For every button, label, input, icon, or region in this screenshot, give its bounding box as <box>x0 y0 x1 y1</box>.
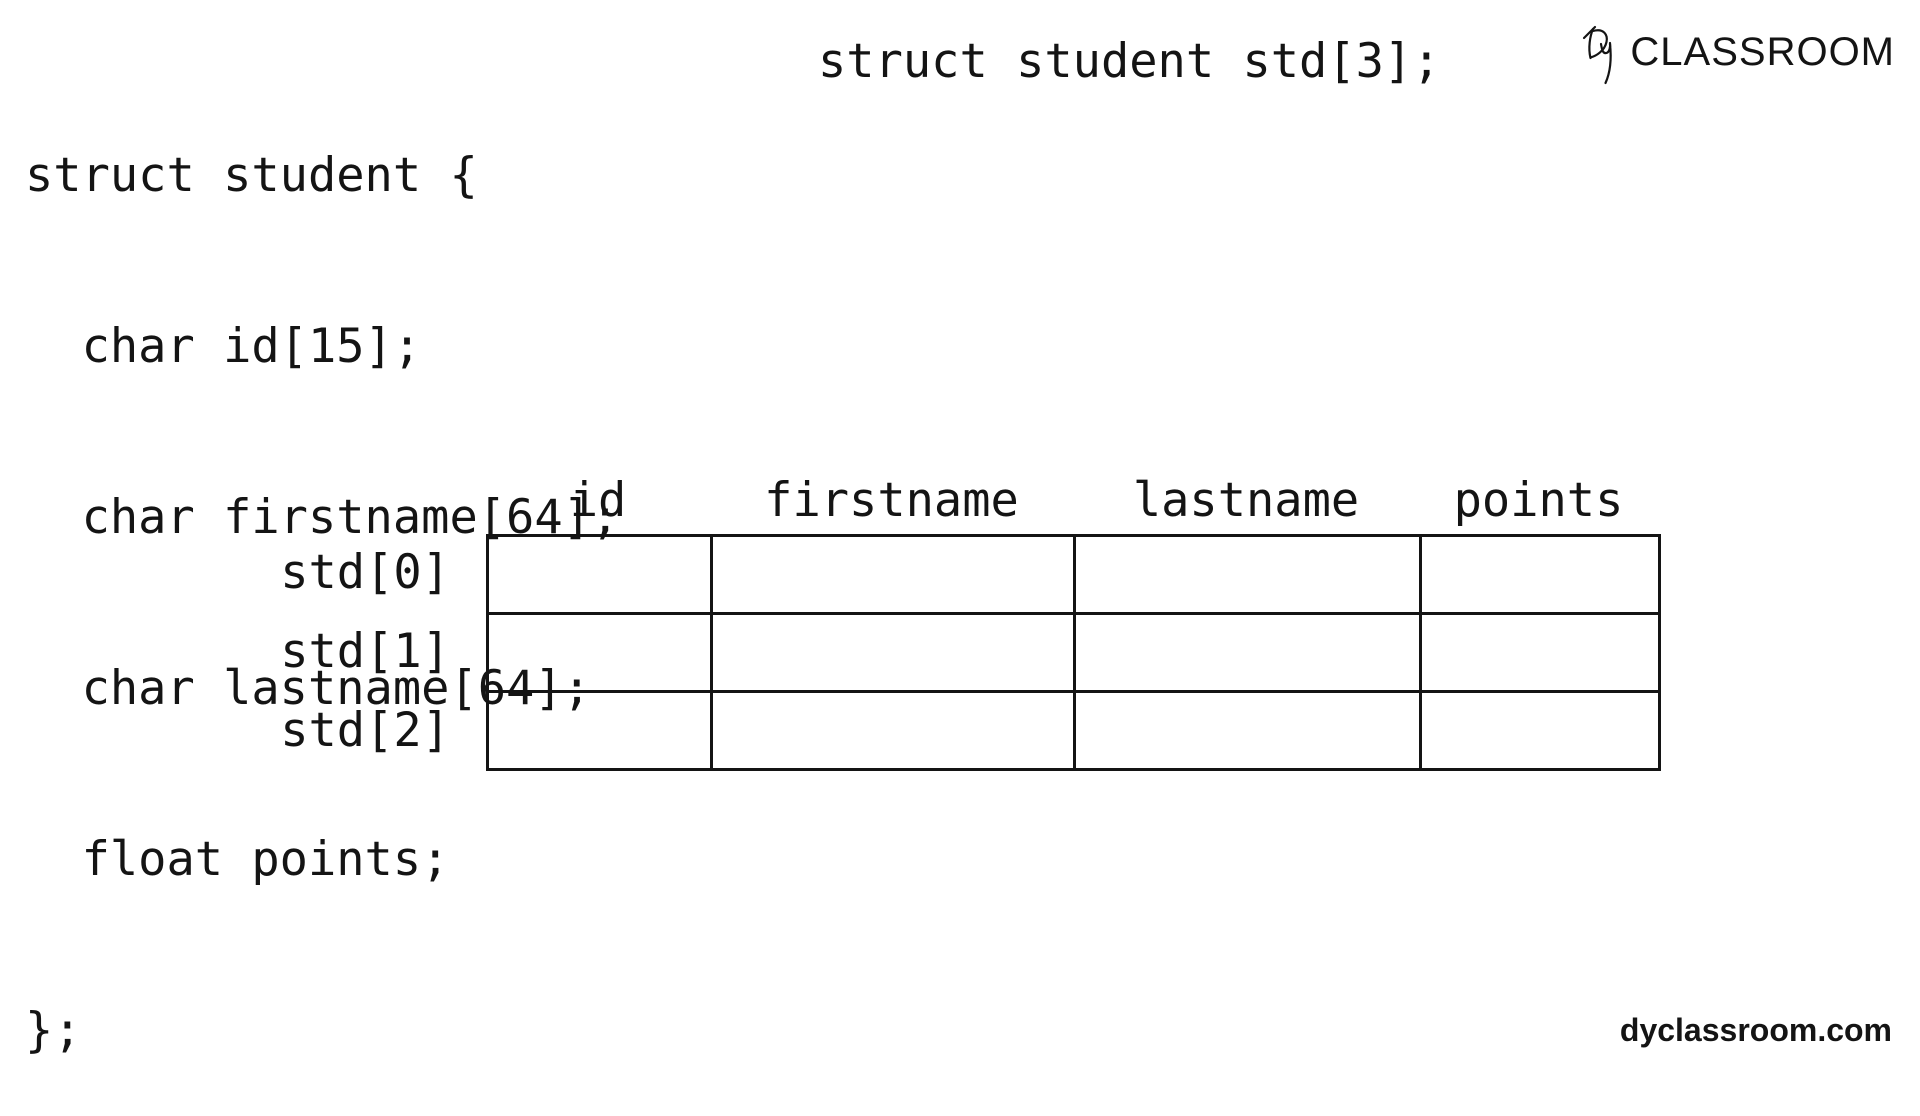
table-cell <box>486 612 713 693</box>
struct-array-table <box>486 534 1661 771</box>
table-cell <box>710 534 1076 615</box>
row-label-std1: std[1] <box>280 624 450 679</box>
table-cell <box>710 690 1076 771</box>
table-cell <box>1073 612 1422 693</box>
code-line: }; <box>25 1003 82 1058</box>
table-cell <box>486 534 713 615</box>
table-cell <box>1419 534 1661 615</box>
code-line: char id[15]; <box>25 319 422 374</box>
table-cell <box>1073 534 1422 615</box>
code-line: struct student { <box>25 148 478 203</box>
row-label-std0: std[0] <box>280 545 450 600</box>
column-header-points: points <box>1453 473 1624 528</box>
table-row <box>486 690 1661 771</box>
table-cell <box>1419 690 1661 771</box>
code-line: float points; <box>25 832 450 887</box>
table-cell <box>486 690 713 771</box>
logo-text: CLASSROOM <box>1630 30 1895 74</box>
column-header-firstname: firstname <box>764 473 1019 528</box>
page: { "page": { "background": "#ffffff", "te… <box>25 24 1895 1058</box>
column-header-id: id <box>569 473 627 528</box>
website-url: dyclassroom.com <box>1619 1012 1892 1048</box>
table-row <box>486 612 1661 693</box>
column-header-lastname: lastname <box>1132 473 1360 528</box>
table-cell <box>1073 690 1422 771</box>
table-cell <box>1419 612 1661 693</box>
site-logo: CLASSROOM <box>1580 24 1895 86</box>
row-label-std2: std[2] <box>280 703 450 758</box>
table-cell <box>710 612 1076 693</box>
table-row <box>486 534 1661 615</box>
array-declaration-code: struct student std[3]; <box>818 34 1441 89</box>
dy-monogram-icon <box>1583 25 1613 85</box>
